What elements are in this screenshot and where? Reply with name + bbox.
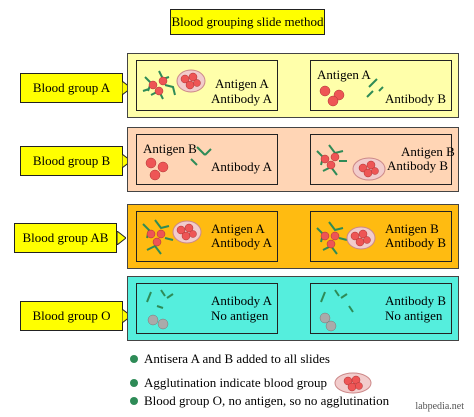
slide-ab-right: Antigen B Antibody B [310,211,452,262]
slide-b-left: Antigen B Antibody A [136,134,278,185]
slide-ab-right-line1: Antigen B [385,221,439,236]
row-blood-group-b: Antigen B Antibody A Antigen B Antibody … [127,127,459,192]
slide-o-left: Antibody A No antigen [136,283,278,334]
slide-b-left-line2: Antibody A [211,159,273,174]
slide-a-left-line1: Antigen A [215,76,269,91]
legend-item-group-o: Blood group O, no antigen, so no aggluti… [130,393,389,409]
slide-a-left-line2: Antibody A [211,91,273,106]
agglutination-clump-icon [316,144,386,181]
label-blood-group-o: Blood group O [20,301,123,331]
slide-a-right-line1: Antigen A [317,67,371,82]
bullet-icon [130,379,138,387]
slide-o-left-line2: No antigen [211,308,269,323]
bullet-icon [130,397,138,405]
label-blood-group-a: Blood group A [20,73,123,103]
slide-b-right-line2: Antibody B [387,158,449,173]
slide-ab-left-line1: Antigen A [211,221,265,236]
row-blood-group-ab: Antigen A Antibody A Antigen B Antibody … [127,204,459,269]
arrow-o [122,309,131,323]
slide-b-right: Antigen B Antibody B [310,134,455,185]
agglutination-clump-icon [142,219,202,255]
source-credit: labpedia.net [415,401,464,412]
label-blood-group-b: Blood group B [20,146,123,176]
no-agglutination-icon [145,146,212,181]
legend-text: Blood group O, no antigen, so no aggluti… [144,393,390,408]
slide-ab-right-line2: Antibody B [385,235,447,250]
slide-a-right-line2: Antibody B [385,91,447,106]
label-blood-group-ab: Blood group AB [14,223,117,253]
arrow-a [122,81,131,95]
agglutination-clump-icon [316,221,376,255]
slide-o-right-line2: No antigen [385,308,443,323]
legend-text: Agglutination indicate blood group [144,375,328,390]
diagram-title: Blood grouping slide method [170,9,325,35]
slide-o-left-line1: Antibody A [211,293,273,308]
legend-item-antisera: Antisera A and B added to all slides [130,351,330,367]
arrow-ab [117,231,126,245]
slide-o-right: Antibody B No antigen [310,283,452,334]
agglutination-clump-icon [334,372,372,394]
agglutination-clump-icon [142,69,206,100]
no-antigen-icon [319,289,354,332]
bullet-icon [130,355,138,363]
arrow-b [122,154,131,168]
no-antigen-icon [146,289,174,330]
slide-o-right-line1: Antibody B [385,293,447,308]
row-blood-group-o: Antibody A No antigen Antibody B No anti… [127,276,459,341]
slide-ab-left: Antigen A Antibody A [136,211,278,262]
legend-text: Antisera A and B added to all slides [144,351,330,366]
slide-a-left: Antigen A Antibody A [136,60,278,111]
row-blood-group-a: Antigen A Antibody A Antigen A Antibody … [127,53,459,118]
slide-b-left-line1: Antigen B [143,141,197,156]
no-agglutination-icon [319,78,384,107]
slide-ab-left-line2: Antibody A [211,235,273,250]
legend-item-agglutination: Agglutination indicate blood group [130,372,373,394]
slide-a-right: Antigen A Antibody B [310,60,452,111]
slide-b-right-line1: Antigen B [401,144,455,159]
